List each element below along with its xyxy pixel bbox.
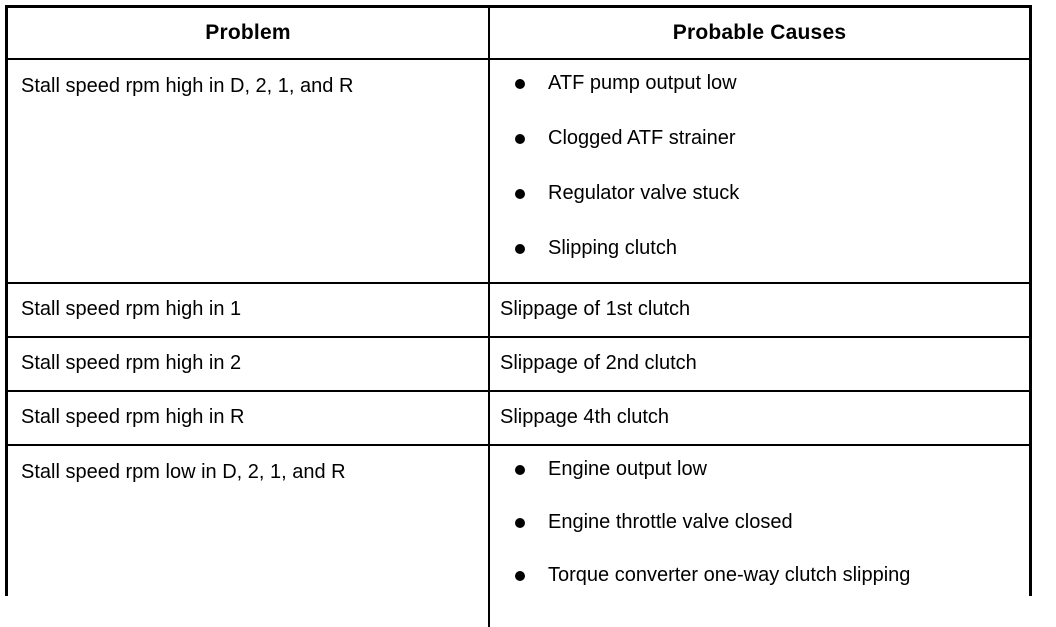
problem-cell: Stall speed rpm high in D, 2, 1, and R [8,59,490,284]
list-item: Torque converter one-way clutch slipping [490,564,1029,586]
problem-text: Stall speed rpm high in R [21,406,245,428]
cause-text: Regulator valve stuck [548,182,740,204]
table-row: Stall speed rpm high in D, 2, 1, and R A… [8,59,1029,284]
causes-cell: ATF pump output low Clogged ATF strainer… [489,59,1029,284]
troubleshooting-table: Problem Probable Causes Stall speed rpm … [8,8,1029,627]
list-item: Slipping clutch [490,237,1029,259]
problem-cell: Stall speed rpm high in 2 [8,337,490,392]
table-row: Stall speed rpm high in 2 Slippage of 2n… [8,337,1029,392]
problem-cell: Stall speed rpm high in 1 [8,283,490,338]
list-item: Regulator valve stuck [490,182,1029,204]
bullet-icon [515,244,525,254]
problem-text: Stall speed rpm high in D, 2, 1, and R [21,75,354,97]
troubleshooting-table-container: Problem Probable Causes Stall speed rpm … [5,5,1032,627]
causes-cell: Engine output low Engine throttle valve … [489,445,1029,627]
problem-text: Stall speed rpm high in 1 [21,298,242,320]
bullet-icon [515,79,525,89]
causes-cell: Slippage of 1st clutch [489,283,1029,338]
causes-cell: Slippage of 2nd clutch [489,337,1029,392]
cause-text: Slippage of 1st clutch [500,298,691,320]
cause-text: ATF pump output low [548,72,737,94]
list-item: Clogged ATF strainer [490,127,1029,149]
table-row: Stall speed rpm low in D, 2, 1, and R En… [8,445,1029,627]
cause-text: Engine throttle valve closed [548,511,793,533]
list-item: Engine throttle valve closed [490,511,1029,533]
bullet-icon [515,518,525,528]
cause-text: Torque converter one-way clutch slipping [548,564,911,586]
table-body: Stall speed rpm high in D, 2, 1, and R A… [8,59,1029,627]
problem-cell: Stall speed rpm high in R [8,391,490,446]
column-header-probable-causes: Probable Causes [489,8,1029,60]
list-item: ATF pump output low [490,72,1029,94]
cause-text: Engine output low [548,458,708,480]
problem-text: Stall speed rpm high in 2 [21,352,242,374]
problem-cell: Stall speed rpm low in D, 2, 1, and R [8,445,490,627]
list-item: Engine output low [490,458,1029,480]
table-header: Problem Probable Causes [8,8,1029,60]
cause-text: Slipping clutch [548,237,677,259]
table-row: Stall speed rpm high in 1 Slippage of 1s… [8,283,1029,338]
causes-list: Engine output low Engine throttle valve … [490,446,1029,627]
bullet-icon [515,465,525,475]
bullet-icon [515,571,525,581]
cause-text: Clogged ATF strainer [548,127,736,149]
cause-text: Slippage 4th clutch [500,406,670,428]
causes-list: ATF pump output low Clogged ATF strainer… [490,60,1029,269]
header-row: Problem Probable Causes [8,8,1029,60]
cause-text: Slippage of 2nd clutch [500,352,697,374]
table-row: Stall speed rpm high in R Slippage 4th c… [8,391,1029,446]
problem-text: Stall speed rpm low in D, 2, 1, and R [21,461,346,483]
column-header-problem: Problem [8,8,490,60]
causes-cell: Slippage 4th clutch [489,391,1029,446]
bullet-icon [515,134,525,144]
bullet-icon [515,189,525,199]
